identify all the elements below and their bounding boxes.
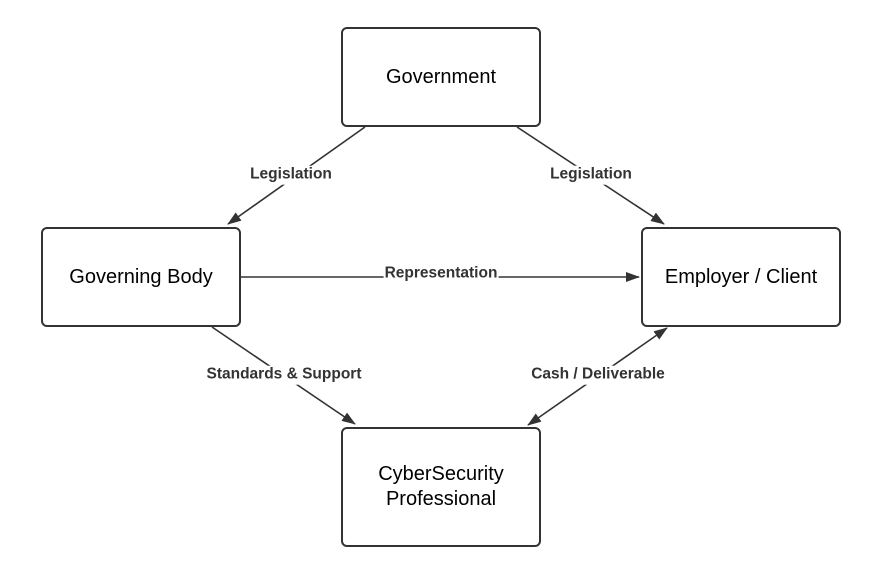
node-government-label: Government [385,65,497,88]
node-cybersecurity-professional: CyberSecurity Professional [341,427,541,547]
node-cybersecurity-professional-label: CyberSecurity Professional [378,463,504,510]
edge-label-representation: Representation [383,264,499,284]
edge-label-legislation-left: Legislation [249,165,333,185]
node-employer-client-label: Employer / Client [664,265,818,288]
node-governing-body: Governing Body [41,227,241,327]
edge-label-cash-deliverable: Cash / Deliverable [530,365,666,385]
edge-label-legislation-right: Legislation [549,165,633,185]
node-government: Government [341,27,541,127]
node-employer-client: Employer / Client [641,227,841,327]
edge-label-standards-support: Standards & Support [205,365,363,385]
node-governing-body-label: Governing Body [69,265,213,288]
